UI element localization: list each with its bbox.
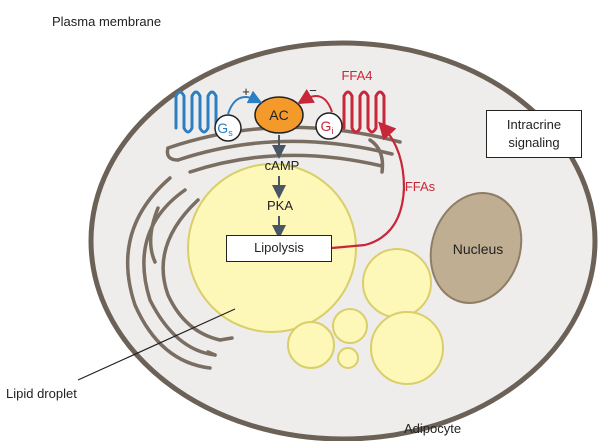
minus-sign: − bbox=[309, 83, 317, 98]
nucleus bbox=[429, 192, 523, 304]
gi-label: Gi bbox=[321, 118, 334, 136]
gi-protein bbox=[315, 112, 343, 140]
gi-inhibition-arrow bbox=[297, 89, 333, 113]
lipolysis-box: Lipolysis bbox=[226, 235, 332, 262]
lipid-droplet-label: Lipid droplet bbox=[6, 386, 77, 401]
plasma-membrane-label: Plasma membrane bbox=[52, 14, 161, 29]
gs-protein bbox=[214, 114, 242, 142]
ffa4-label: FFA4 bbox=[341, 68, 372, 83]
adipocyte-label: Adipocyte bbox=[404, 421, 461, 436]
lipid-droplet-small-3 bbox=[332, 308, 368, 344]
gpcr-blue-receptor bbox=[174, 90, 218, 134]
intracrine-label-line1: Intracrine bbox=[506, 117, 562, 132]
gs-label: Gs bbox=[217, 120, 233, 138]
nucleus-label: Nucleus bbox=[453, 241, 504, 257]
gs-activation-arrow bbox=[227, 90, 263, 115]
intracrine-label-line2: signaling bbox=[508, 135, 560, 150]
lipolysis-label: Lipolysis bbox=[254, 240, 304, 255]
ffa4-receptor bbox=[342, 90, 386, 134]
ffa-feedback-arrow bbox=[331, 121, 406, 250]
adenylyl-cyclase bbox=[254, 96, 304, 134]
endoplasmic-reticulum-left bbox=[125, 176, 234, 370]
lipid-droplet-small-2 bbox=[287, 321, 335, 369]
camp-label: cAMP bbox=[265, 158, 300, 173]
lipid-droplet-small-5 bbox=[370, 311, 444, 385]
lipid-droplet-pointer bbox=[77, 308, 236, 381]
lipid-droplet-small-4 bbox=[337, 347, 359, 369]
ac-label: AC bbox=[269, 107, 288, 123]
plus-sign: + bbox=[242, 84, 250, 99]
ffas-label: FFAs bbox=[405, 179, 436, 194]
intracrine-signaling-box: Intracrine signaling bbox=[486, 110, 582, 158]
lipid-droplet-small-1 bbox=[362, 248, 432, 318]
pka-label: PKA bbox=[267, 198, 293, 213]
